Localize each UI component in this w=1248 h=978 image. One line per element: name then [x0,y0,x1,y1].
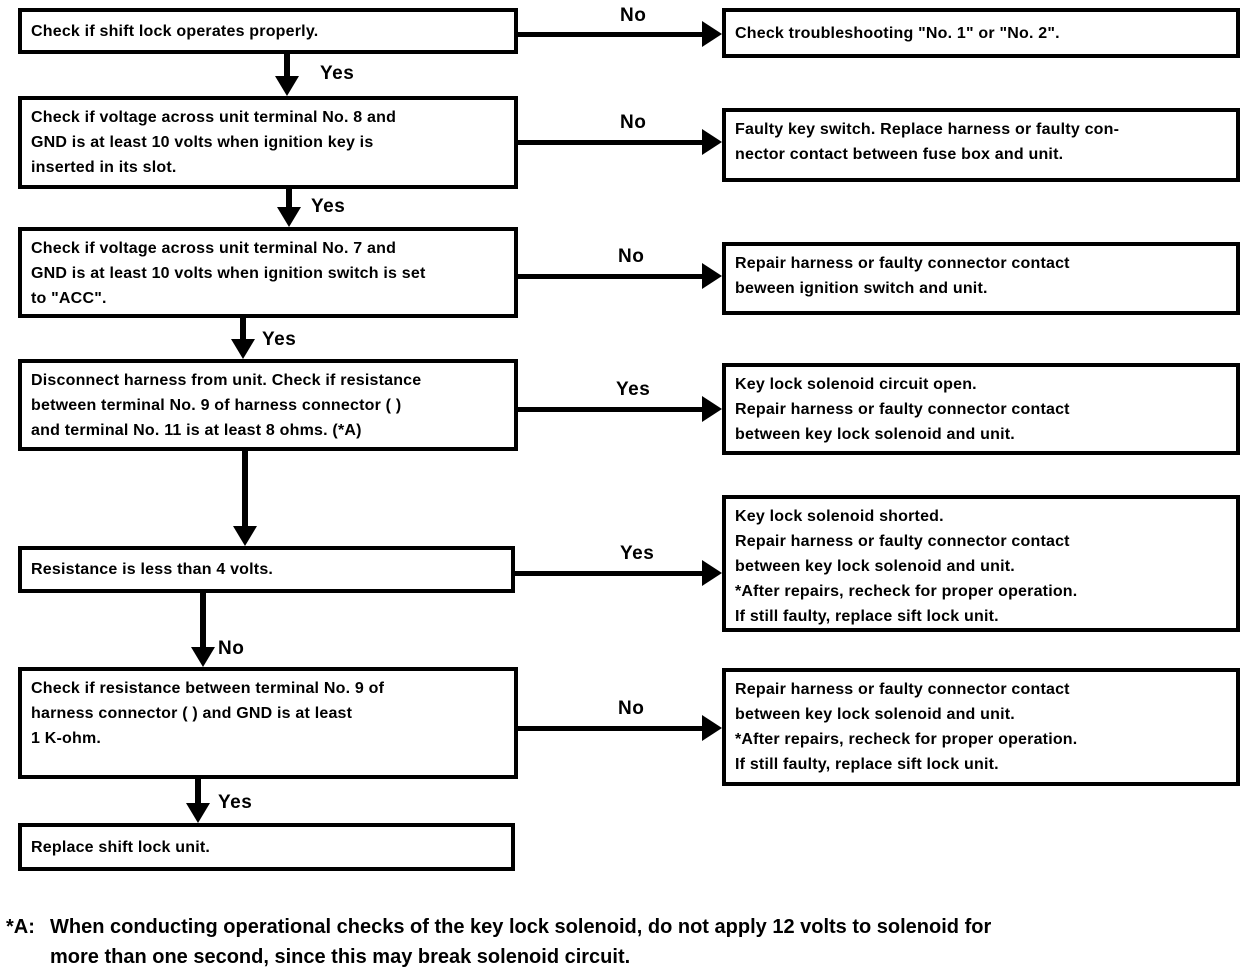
arrow-down-3-label: Yes [262,329,297,350]
arrow-right-6-label: No [618,698,645,719]
arrow-down-1-label: Yes [320,63,355,84]
flow-box-check-voltage-terminal-7: Check if voltage across unit terminal No… [18,227,518,318]
flow-box-repair-harness-ignition-switch: Repair harness or faulty connector conta… [722,242,1240,315]
arrow-down-2-label: Yes [311,196,346,217]
flow-box-check-resistance-terminal-9-11: Disconnect harness from unit. Check if r… [18,359,518,451]
arrow-down-4-head-icon [233,526,257,546]
arrow-right-4-head-icon [702,396,722,422]
arrow-down-3-head-icon [231,339,255,359]
arrow-right-6-head-icon [702,715,722,741]
arrow-right-1-line [518,32,704,37]
arrow-down-5-label: No [218,638,245,659]
arrow-down-2-line [286,189,292,209]
arrow-right-1-head-icon [702,21,722,47]
arrow-down-2-head-icon [277,207,301,227]
arrow-down-6-head-icon [186,803,210,823]
arrow-right-6-line [518,726,704,731]
arrow-down-4-line [242,451,248,527]
arrow-right-2-head-icon [702,129,722,155]
flow-box-faulty-key-switch: Faulty key switch. Replace harness or fa… [722,108,1240,182]
flow-box-repair-harness-key-lock-solenoid: Repair harness or faulty connector conta… [722,668,1240,786]
arrow-right-2-line [518,140,704,145]
flow-box-check-resistance-terminal-9-gnd: Check if resistance between terminal No.… [18,667,518,779]
flow-box-check-shift-lock-operation: Check if shift lock operates properly. [18,8,518,54]
arrow-right-4-line [518,407,704,412]
arrow-down-5-head-icon [191,647,215,667]
arrow-down-1-line [284,54,290,78]
arrow-down-5-line [200,593,206,648]
arrow-right-1-label: No [620,5,647,26]
footnote-text: When conducting operational checks of th… [50,916,992,968]
arrow-right-3-head-icon [702,263,722,289]
flow-box-key-lock-solenoid-shorted: Key lock solenoid shorted. Repair harnes… [722,495,1240,632]
footnote: *A: When conducting operational checks o… [6,912,1242,972]
arrow-right-3-label: No [618,246,645,267]
arrow-down-6-line [195,779,201,804]
arrow-right-5-line [515,571,704,576]
arrow-down-6-label: Yes [218,792,253,813]
flow-box-resistance-less-than-4-volts: Resistance is less than 4 volts. [18,546,515,593]
arrow-right-3-line [518,274,704,279]
flow-box-check-troubleshooting-no1-no2: Check troubleshooting "No. 1" or "No. 2"… [722,8,1240,58]
arrow-down-1-head-icon [275,76,299,96]
arrow-down-3-line [240,318,246,340]
footnote-marker: *A: [6,916,35,938]
arrow-right-4-label: Yes [616,379,651,400]
arrow-right-5-head-icon [702,560,722,586]
arrow-right-2-label: No [620,112,647,133]
flow-box-check-voltage-terminal-8: Check if voltage across unit terminal No… [18,96,518,189]
arrow-right-5-label: Yes [620,543,655,564]
flow-box-replace-shift-lock-unit: Replace shift lock unit. [18,823,515,871]
flow-box-key-lock-solenoid-circuit-open: Key lock solenoid circuit open. Repair h… [722,363,1240,455]
